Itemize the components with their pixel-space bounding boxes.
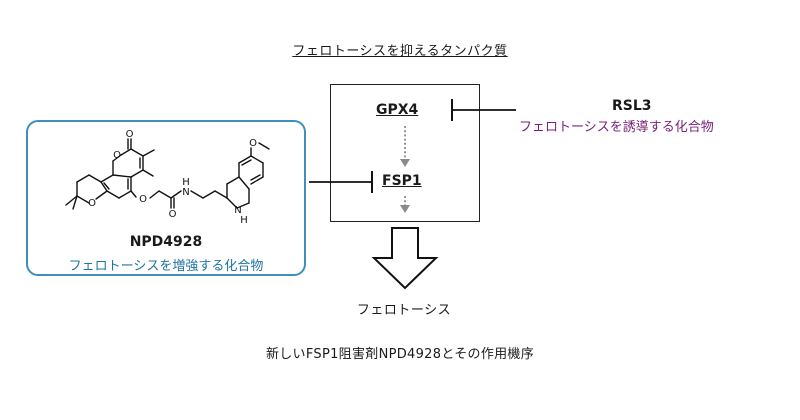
atom-label: O — [126, 129, 134, 140]
fsp1-to-output-dotted-arrow — [400, 196, 410, 213]
down-arrow-outline — [371, 227, 439, 290]
ferroptosis-label: フェロトーシス — [356, 303, 452, 318]
atom-label: O — [249, 138, 257, 149]
rsl3-description: フェロトーシスを誘導する化合物 — [519, 120, 714, 135]
atom-label: O — [169, 209, 177, 220]
compound-description: フェロトーシスを増強する化合物 — [68, 259, 264, 274]
npd4928-structure — [65, 138, 270, 210]
atom-label: N — [234, 205, 241, 216]
rsl3-label: RSL3 — [612, 98, 652, 114]
compound-name: NPD4928 — [129, 234, 203, 250]
atom-label: O — [88, 198, 96, 209]
compound-box — [26, 120, 306, 276]
rsl3-inhibition-arrow — [451, 99, 516, 121]
gpx4-to-fsp1-dotted-arrow — [400, 126, 410, 167]
figure-caption: 新しいFSP1阻害剤NPD4928とその作用機序 — [265, 347, 535, 362]
fsp1-label: FSP1 — [382, 173, 422, 189]
atom-label: O — [139, 194, 147, 205]
atom-label: O — [113, 150, 121, 161]
npd4928-atom-labels: O O O O O N H N H O — [88, 129, 257, 226]
atom-label: H — [182, 177, 190, 188]
npd4928-inhibition-arrow — [309, 171, 373, 193]
diagram-title: フェロトーシスを抑えるタンパク質 — [292, 44, 508, 59]
atom-label: H — [240, 215, 248, 226]
gpx4-label: GPX4 — [376, 102, 419, 118]
mechanism-box — [330, 84, 480, 222]
atom-label: N — [182, 187, 189, 198]
